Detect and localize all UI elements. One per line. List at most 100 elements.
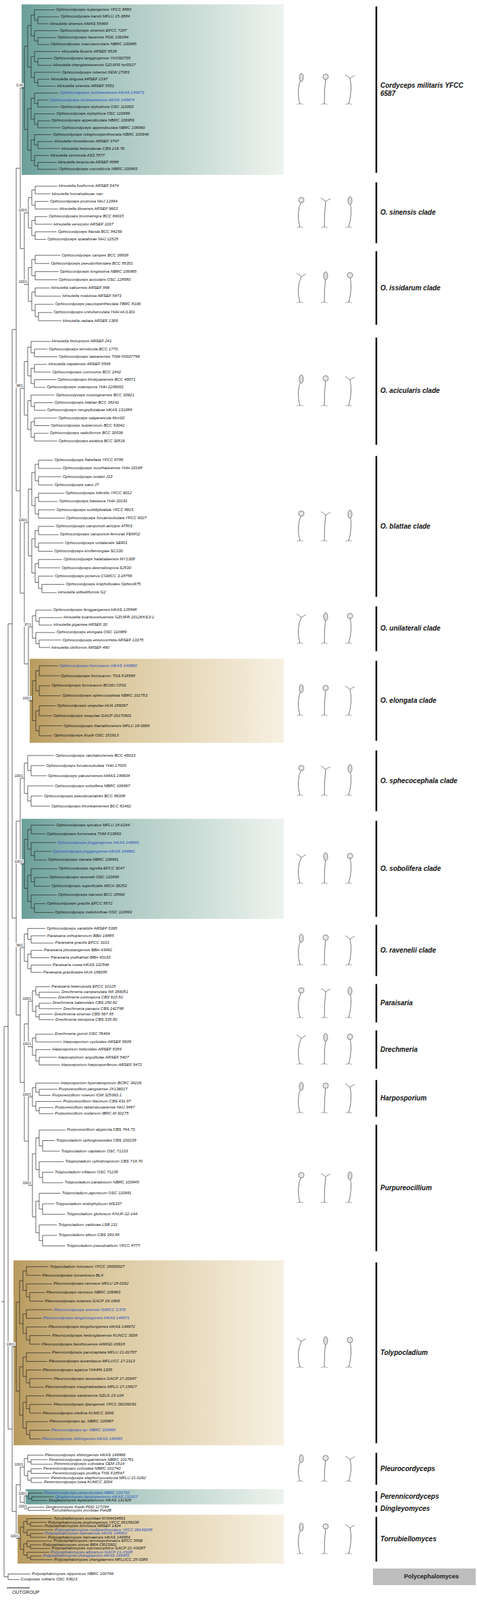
- branch-line: [39, 1058, 57, 1059]
- branch-line: [32, 638, 36, 640]
- branch-line: [30, 1545, 42, 1547]
- branch-line: [34, 410, 46, 411]
- branch-line: [29, 1405, 53, 1407]
- host-outline: [320, 643, 328, 645]
- stalk: [348, 689, 352, 717]
- taxon-label: Hirsutella versicolor ARSEF 1037: [53, 222, 114, 228]
- host-outline: [320, 302, 328, 304]
- taxon-label: Hirsutella liboensis ARSEF 9603: [59, 206, 118, 212]
- taxon-label: Ophiocordyceps appendiculata NBRC 106959: [51, 118, 135, 123]
- stalk: [348, 379, 352, 407]
- branch-line: [32, 616, 36, 617]
- fungus-sketch: [320, 1174, 331, 1204]
- stalk: [297, 515, 302, 542]
- taxon-label: Cordyceps militaris OSC 93623: [20, 1578, 78, 1584]
- host-outline: [345, 1202, 353, 1204]
- branch-line: [35, 610, 53, 611]
- clade-bracket: [375, 661, 378, 742]
- branch-line: [35, 995, 40, 996]
- outgroup-bar: [372, 1569, 476, 1587]
- branch-line: [31, 806, 50, 808]
- clade-bracket: [375, 182, 378, 244]
- branch-line: [26, 1353, 51, 1354]
- branch-line: [37, 79, 50, 80]
- branch-line: [22, 1271, 27, 1273]
- stalk: [348, 515, 352, 542]
- clade-label: O. unilaterali clade: [380, 624, 473, 634]
- branch-line: [28, 1097, 33, 1098]
- support-value: 100/1: [17, 518, 28, 523]
- branching-synnema: [320, 766, 331, 771]
- taxon-label: Ophiocordyceps nigrella EFCC 9247: [58, 866, 125, 872]
- branch-line: [27, 954, 32, 956]
- fertile-head: [347, 765, 353, 774]
- branch-line: [32, 991, 36, 992]
- branch-line: [39, 640, 62, 642]
- clade-label: O. elongata clade: [380, 697, 473, 706]
- taxon-label: Ophiocordyceps ravenelii OSC 110995: [49, 875, 119, 881]
- taxon-label: Tolypocladium globosum KNUF-22-14A: [66, 1212, 138, 1218]
- branch-line: [35, 208, 59, 210]
- branch-line: [34, 72, 61, 73]
- taxon-label: Tolypocladium paradoxum NBRC 100945: [64, 1181, 140, 1186]
- branch-line: [41, 592, 57, 594]
- taxon-label: Polycephalomyces changjiaensis MFLUCC 25…: [54, 1558, 148, 1564]
- branch-line: [34, 364, 48, 365]
- branch-line: [37, 64, 53, 66]
- branch-line: [31, 936, 46, 938]
- taxon-label: Paraisaria rosea HKAS 102546: [52, 963, 109, 969]
- branch-line: [39, 695, 61, 697]
- host-outline: [320, 883, 328, 885]
- branch-line: [35, 632, 56, 634]
- branch-line: [42, 1246, 66, 1248]
- clade-bracket: [375, 606, 378, 652]
- branch-line: [28, 489, 32, 490]
- color-band: [25, 1490, 284, 1506]
- branching-synnema: [345, 1084, 355, 1088]
- branch-line: [24, 212, 29, 214]
- host-outline: [320, 1112, 328, 1115]
- branch-line: [28, 1185, 33, 1187]
- taxon-label: Ophiocordyceps rubiginosiperitheciata NB…: [52, 132, 149, 138]
- stalk: [348, 1342, 352, 1369]
- fungus-sketch: [345, 765, 353, 797]
- branch-line: [38, 526, 55, 527]
- stalk: [348, 277, 352, 304]
- stalk: [348, 201, 352, 228]
- branch-line: [38, 568, 61, 569]
- branch-line: [20, 1527, 24, 1529]
- branch-line: [34, 402, 54, 404]
- fungus-sketch: [345, 196, 353, 228]
- taxon-label: Pleurocordyceps shibingensis HKAS 149966: [45, 1453, 126, 1459]
- taxon-label: Ophiocordyceps flabellata YFCC 8795: [54, 458, 123, 463]
- branch-line: [26, 1340, 30, 1342]
- taxon-label: Pleurocordyceps tengchongensis HKAS 1499…: [48, 1325, 136, 1331]
- stalk: [348, 1039, 352, 1066]
- branch-line: [37, 168, 58, 170]
- branch-line: [39, 617, 63, 619]
- taxon-label: Tolypocladium valdiviae LSB 131: [58, 1223, 118, 1229]
- branch-line: [31, 972, 42, 974]
- taxon-label: Ophiocordyceps brunneinigra BCC 69015: [48, 214, 124, 219]
- fungus-sketch: [296, 685, 304, 717]
- branch-line: [26, 1267, 49, 1269]
- host-outline: [320, 795, 328, 797]
- branch-line: [30, 1526, 44, 1528]
- support-value: 100/1: [13, 860, 24, 865]
- branch-line: [34, 124, 38, 125]
- taxon-label: Pleurocordyceps lanceolatus GACP 17-2004…: [54, 1377, 138, 1383]
- color-band: [21, 4, 284, 175]
- branch-line: [31, 368, 35, 369]
- support-value: 100/1: [5, 1343, 16, 1348]
- branch-line: [35, 193, 51, 195]
- taxon-label: Ophiocordyceps variabilis ARSEF 5365: [46, 926, 118, 932]
- taxon-label: Ophiocordyceps unilateralis SERI1: [64, 541, 128, 546]
- branch-line: [31, 275, 36, 277]
- taxon-label: Pleurocordyceps shibingensis HKAS 149965: [41, 1437, 123, 1443]
- clade-label: Dingleyomyces: [380, 1505, 473, 1515]
- taxon-label: Torrubiellomyces zombiae FieldB: [52, 1509, 112, 1515]
- host-outline: [345, 643, 353, 645]
- fertile-head: [323, 853, 328, 862]
- taxon-label: Ophiocordyceps northwestensis HKAS 14997…: [60, 90, 145, 96]
- branch-line: [31, 1469, 42, 1471]
